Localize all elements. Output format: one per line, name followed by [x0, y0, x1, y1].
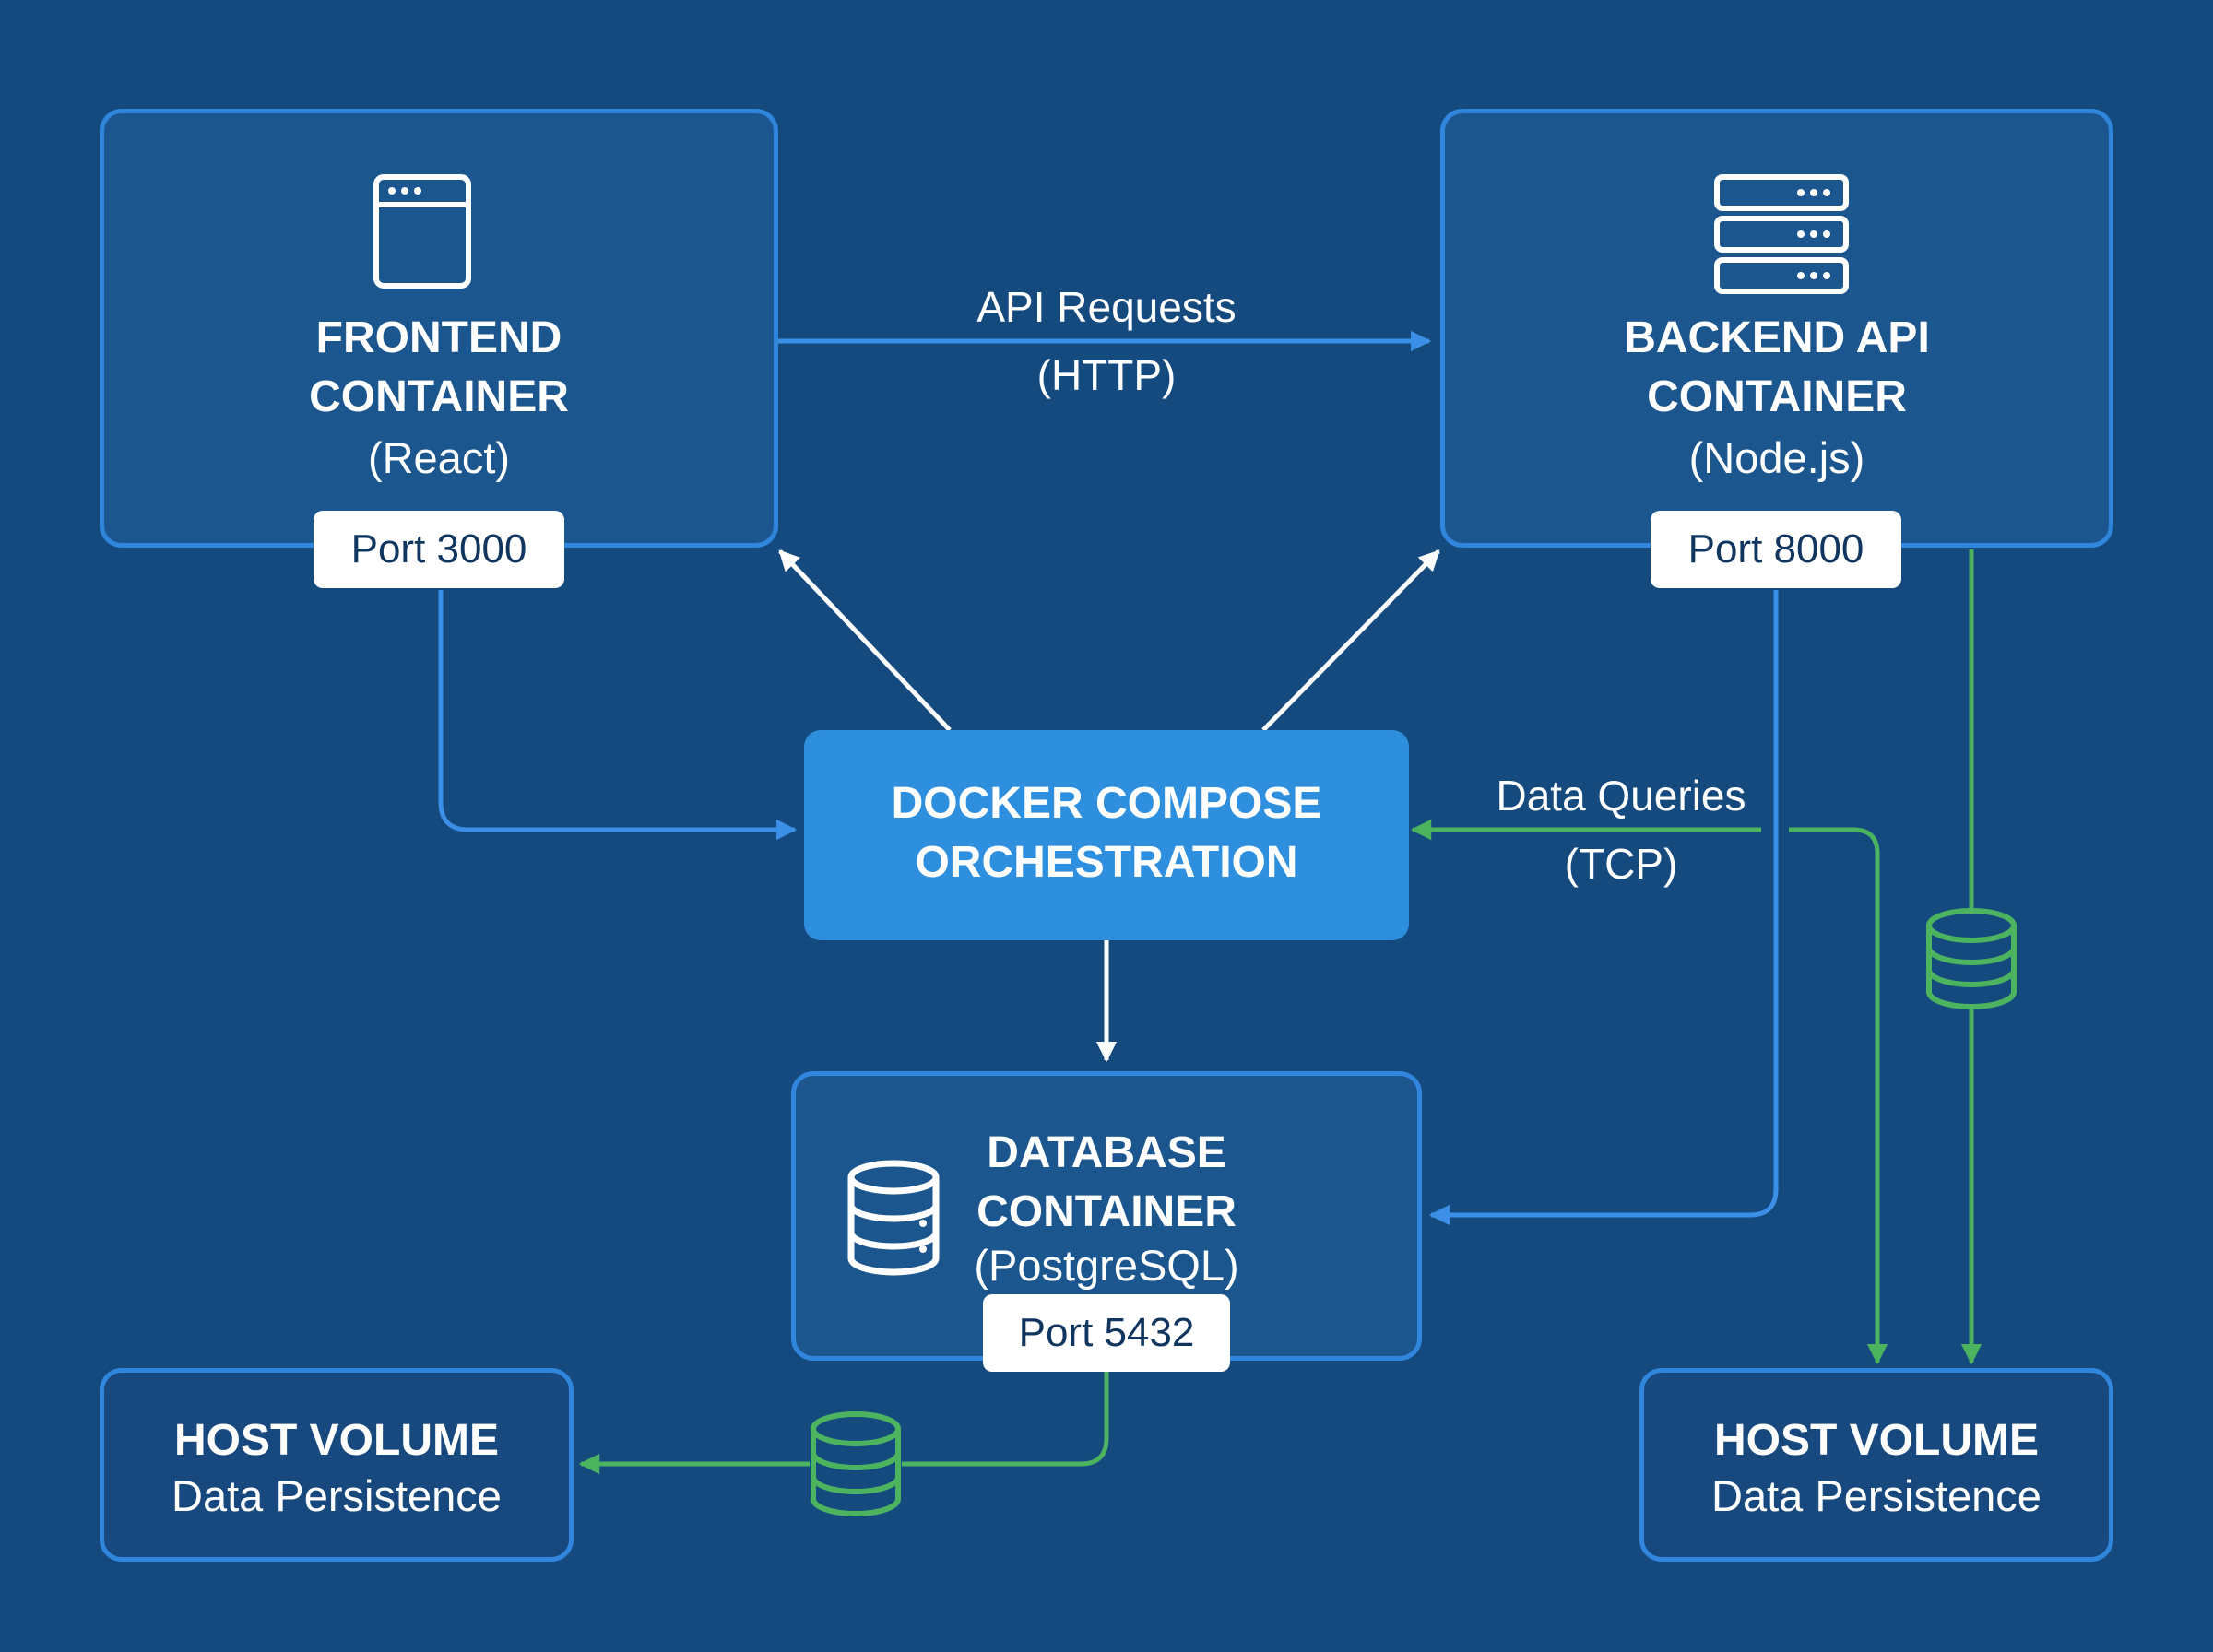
green-database-icon-bottom [810, 1411, 902, 1516]
data-queries-to-volume-arrow [1789, 827, 1888, 1365]
green-database-icon-right [1925, 908, 2018, 1009]
frontend-title-line2: CONTAINER [309, 372, 569, 421]
orchestrator-title-line1: DOCKER COMPOSE [891, 779, 1322, 828]
backend-to-database-arrow [1428, 590, 1779, 1226]
data-queries-label-line1: Data Queries [1496, 772, 1746, 820]
api-requests-label: API Requests (HTTP) [867, 273, 1346, 409]
data-queries-label-line2: (TCP) [1564, 840, 1678, 888]
host-volume-left-title: HOST VOLUME [173, 1416, 499, 1465]
frontend-title-line1: FRONTEND [315, 313, 562, 362]
database-title-line2: CONTAINER [976, 1187, 1237, 1236]
host-volume-left-subtitle: Data Persistence [172, 1471, 502, 1520]
database-to-volume-arrow [578, 1372, 1109, 1475]
database-port-badge: Port 5432 [983, 1294, 1230, 1372]
frontend-tech: (React) [367, 433, 511, 482]
database-title-line1: DATABASE [987, 1128, 1226, 1177]
backend-title-line2: CONTAINER [1647, 372, 1907, 421]
host-volume-right-subtitle: Data Persistence [1711, 1471, 2041, 1520]
database-icon [847, 1160, 940, 1276]
server-stack-icon [1714, 174, 1849, 294]
database-tech: (PostgreSQL) [974, 1241, 1239, 1290]
docker-compose-orchestration: DOCKER COMPOSE ORCHESTRATION [804, 730, 1409, 940]
orchestrator-title-line2: ORCHESTRATION [915, 838, 1298, 887]
orchestrator-to-backend-arrow [1261, 549, 1440, 732]
backend-tech: (Node.js) [1688, 433, 1865, 482]
data-queries-label: Data Queries (TCP) [1448, 761, 1794, 898]
browser-window-icon [373, 174, 471, 289]
frontend-port-badge: Port 3000 [314, 511, 564, 588]
api-requests-label-line1: API Requests [976, 283, 1237, 331]
host-volume-right-title: HOST VOLUME [1713, 1416, 2039, 1465]
host-volume-left: HOST VOLUME Data Persistence [100, 1368, 574, 1562]
frontend-container: FRONTEND CONTAINER (React) [100, 109, 778, 548]
frontend-to-orchestrator-arrow [438, 590, 798, 841]
orchestrator-to-frontend-arrow [778, 549, 952, 732]
backend-container: BACKEND API CONTAINER (Node.js) [1440, 109, 2113, 548]
backend-port-badge: Port 8000 [1651, 511, 1901, 588]
database-container: DATABASE CONTAINER (PostgreSQL) [791, 1071, 1422, 1361]
backend-title-line1: BACKEND API [1624, 313, 1930, 362]
api-requests-label-line2: (HTTP) [1036, 351, 1177, 399]
host-volume-right: HOST VOLUME Data Persistence [1639, 1368, 2113, 1562]
